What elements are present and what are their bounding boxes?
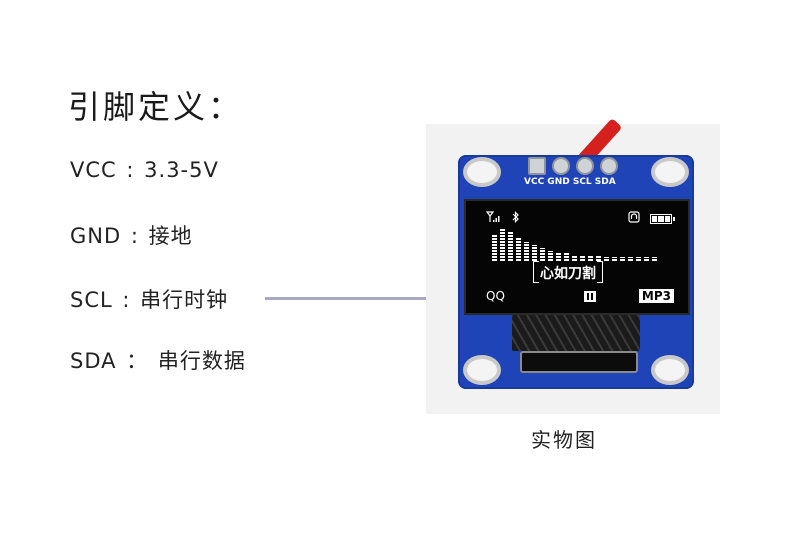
mounting-hole (467, 161, 497, 183)
pin-separator: ： (126, 349, 149, 373)
spectrum-bar (516, 237, 521, 261)
pin-sda-row: SDA ： 串行数据 (70, 345, 246, 375)
spectrum-bar (524, 242, 529, 261)
pin-description: 3.3-5V (144, 158, 219, 182)
pin-name: SDA (70, 349, 117, 373)
display-ribbon (512, 315, 640, 351)
player-bottom-bar: QQ MP3 (486, 289, 674, 305)
spectrum-bar (508, 232, 513, 261)
qq-label: QQ (486, 289, 505, 303)
pin-pad (528, 157, 546, 175)
page-title: 引脚定义： (68, 88, 244, 126)
pin-gnd-row: GND : 接地 (70, 220, 193, 250)
pin-scl-row: SCL : 串行时钟 (70, 284, 228, 314)
spectrum-visualizer (492, 229, 662, 261)
oled-module-board: VCC GND SCL SDA (458, 155, 694, 389)
bluetooth-icon (512, 211, 520, 226)
mounting-hole (467, 359, 497, 381)
spectrum-bar (532, 245, 537, 261)
spectrum-bar (500, 229, 505, 261)
spectrum-bar (612, 257, 617, 261)
pin-separator: : (122, 288, 131, 312)
spectrum-bar (564, 253, 569, 261)
mounting-hole (655, 359, 685, 381)
pause-icon (584, 291, 596, 302)
pin-vcc-row: VCC : 3.3-5V (70, 158, 219, 182)
spectrum-bar (572, 255, 577, 261)
pin-name: VCC (70, 158, 117, 182)
pin-pad (600, 157, 618, 175)
mounting-hole (655, 161, 685, 183)
spectrum-bar (548, 251, 553, 261)
spectrum-bar (556, 252, 561, 261)
spectrum-bar (652, 257, 657, 261)
spectrum-bar (628, 257, 633, 261)
pin-description: 串行数据 (157, 349, 246, 373)
mp3-badge: MP3 (638, 289, 674, 303)
spectrum-bar (604, 257, 609, 261)
headset-icon (628, 211, 640, 226)
song-title: 心如刀割 (533, 261, 603, 283)
status-bar (485, 211, 675, 226)
silkscreen-pin-labels: VCC GND SCL SDA (524, 177, 616, 187)
pin-name: GND (70, 224, 122, 248)
pin-separator: : (126, 158, 135, 182)
display-glass-edge (520, 351, 638, 373)
pin-pad (576, 157, 594, 175)
pin-description: 串行时钟 (140, 288, 229, 312)
battery-icon (650, 213, 675, 224)
photo-caption: 实物图 (531, 428, 597, 452)
signal-icon (485, 211, 502, 226)
oled-screen: 心如刀割 QQ MP3 (464, 199, 690, 315)
spectrum-bar (580, 255, 585, 261)
pin-pad (552, 157, 570, 175)
spectrum-bar (644, 257, 649, 261)
connector-line (265, 297, 427, 300)
spectrum-bar (596, 256, 601, 261)
pin-description: 接地 (148, 224, 193, 248)
spectrum-bar (492, 234, 497, 261)
spectrum-bar (540, 248, 545, 261)
spectrum-bar (588, 256, 593, 261)
spectrum-bar (636, 257, 641, 261)
header-pins (528, 157, 618, 175)
pin-separator: : (130, 224, 139, 248)
pin-name: SCL (70, 288, 113, 312)
spectrum-bar (620, 257, 625, 261)
